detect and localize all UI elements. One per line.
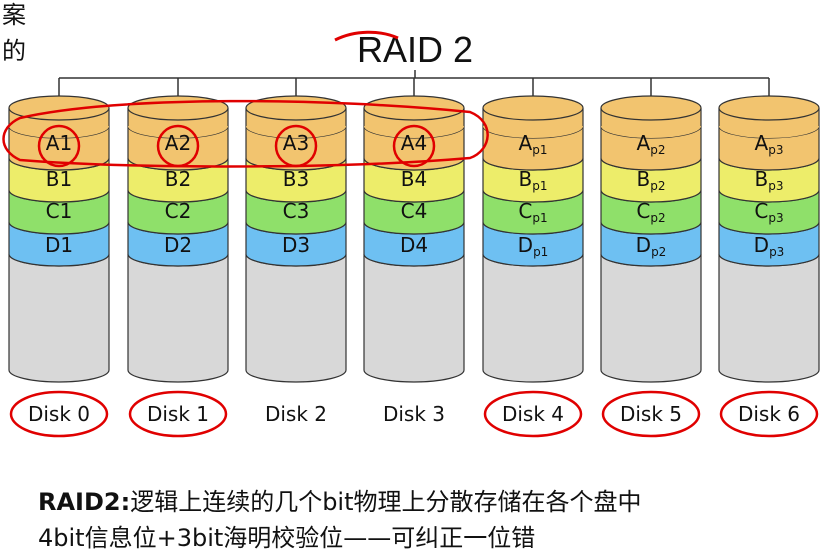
caption-line-1: RAID2:逻辑上连续的几个bit物理上分散存储在各个盘中 [38, 482, 642, 517]
annotation-circle-a3 [274, 124, 318, 168]
block-label: B4 [401, 167, 427, 191]
block-label: C3 [283, 199, 310, 223]
block-label: Dp3 [754, 233, 785, 259]
disk-label: Disk 0 [28, 402, 90, 426]
caption-line-2-text: 4bit信息位+3bit海明校验位——可纠正一位错 [38, 524, 536, 552]
annotation-circle-disk [483, 390, 583, 438]
disk-label: Disk 2 [265, 402, 327, 426]
disk-body [245, 253, 347, 383]
corner-text-2: 的 [2, 37, 26, 65]
annotation-circle-disk [601, 390, 701, 438]
diagram-title: RAID 2 [357, 29, 473, 70]
caption-prefix: RAID2: [38, 488, 131, 516]
annotation-circle-disk [719, 390, 819, 438]
annotation-circle-a4 [392, 124, 436, 168]
disk-body [600, 253, 702, 383]
block-label: D2 [164, 233, 192, 257]
block-label: C4 [401, 199, 428, 223]
block-label: D4 [400, 233, 428, 257]
stripe-a [718, 125, 820, 171]
annotation-circle-a1 [37, 124, 81, 168]
caption-line-2: 4bit信息位+3bit海明校验位——可纠正一位错 [38, 518, 535, 553]
annotation-title-mark [334, 30, 399, 42]
disk-body [127, 253, 229, 383]
block-label: B1 [46, 167, 72, 191]
annotation-circle-disk [9, 390, 109, 438]
disk-body [8, 253, 110, 383]
block-label: A2 [165, 131, 191, 155]
annotation-loop [2, 99, 489, 168]
disk-label: Disk 4 [502, 402, 564, 426]
annotation-circle-disk [128, 390, 228, 438]
disk-cap [245, 95, 347, 121]
block-label: C1 [46, 199, 73, 223]
caption-line-1-text: 逻辑上连续的几个bit物理上分散存储在各个盘中 [130, 488, 642, 516]
disk-label: Disk 3 [383, 402, 445, 426]
block-label: C2 [165, 199, 192, 223]
block-label: A3 [283, 131, 309, 155]
disk-body [482, 253, 584, 383]
block-label: B3 [283, 167, 309, 191]
disk-label: Disk 1 [147, 402, 209, 426]
block-label: Cp2 [636, 199, 665, 225]
block-label: A1 [46, 131, 72, 155]
corner-text-1: 案 [2, 1, 26, 29]
block-label: D3 [282, 233, 310, 257]
annotation-circle-a2 [156, 124, 200, 168]
disk-cap [600, 95, 702, 121]
disk-body [718, 253, 820, 383]
disk-label: Disk 5 [620, 402, 682, 426]
block-label: D1 [45, 233, 73, 257]
disk-label: Disk 6 [738, 402, 800, 426]
block-label: B2 [165, 167, 191, 191]
disk-body [363, 253, 465, 383]
disk-cap [718, 95, 820, 121]
block-label: A4 [401, 131, 427, 155]
disk-cap [127, 95, 229, 121]
disk-cap [482, 95, 584, 121]
